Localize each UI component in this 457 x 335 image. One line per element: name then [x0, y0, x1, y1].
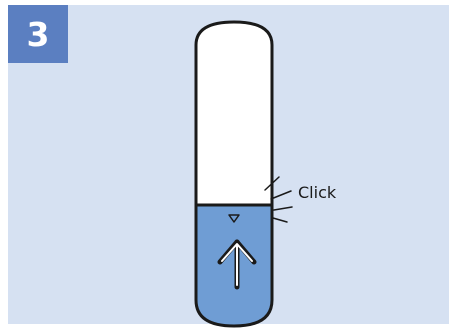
device-top-part [196, 22, 272, 205]
device-bottom-part [196, 205, 272, 326]
click-label: Click [298, 183, 336, 202]
